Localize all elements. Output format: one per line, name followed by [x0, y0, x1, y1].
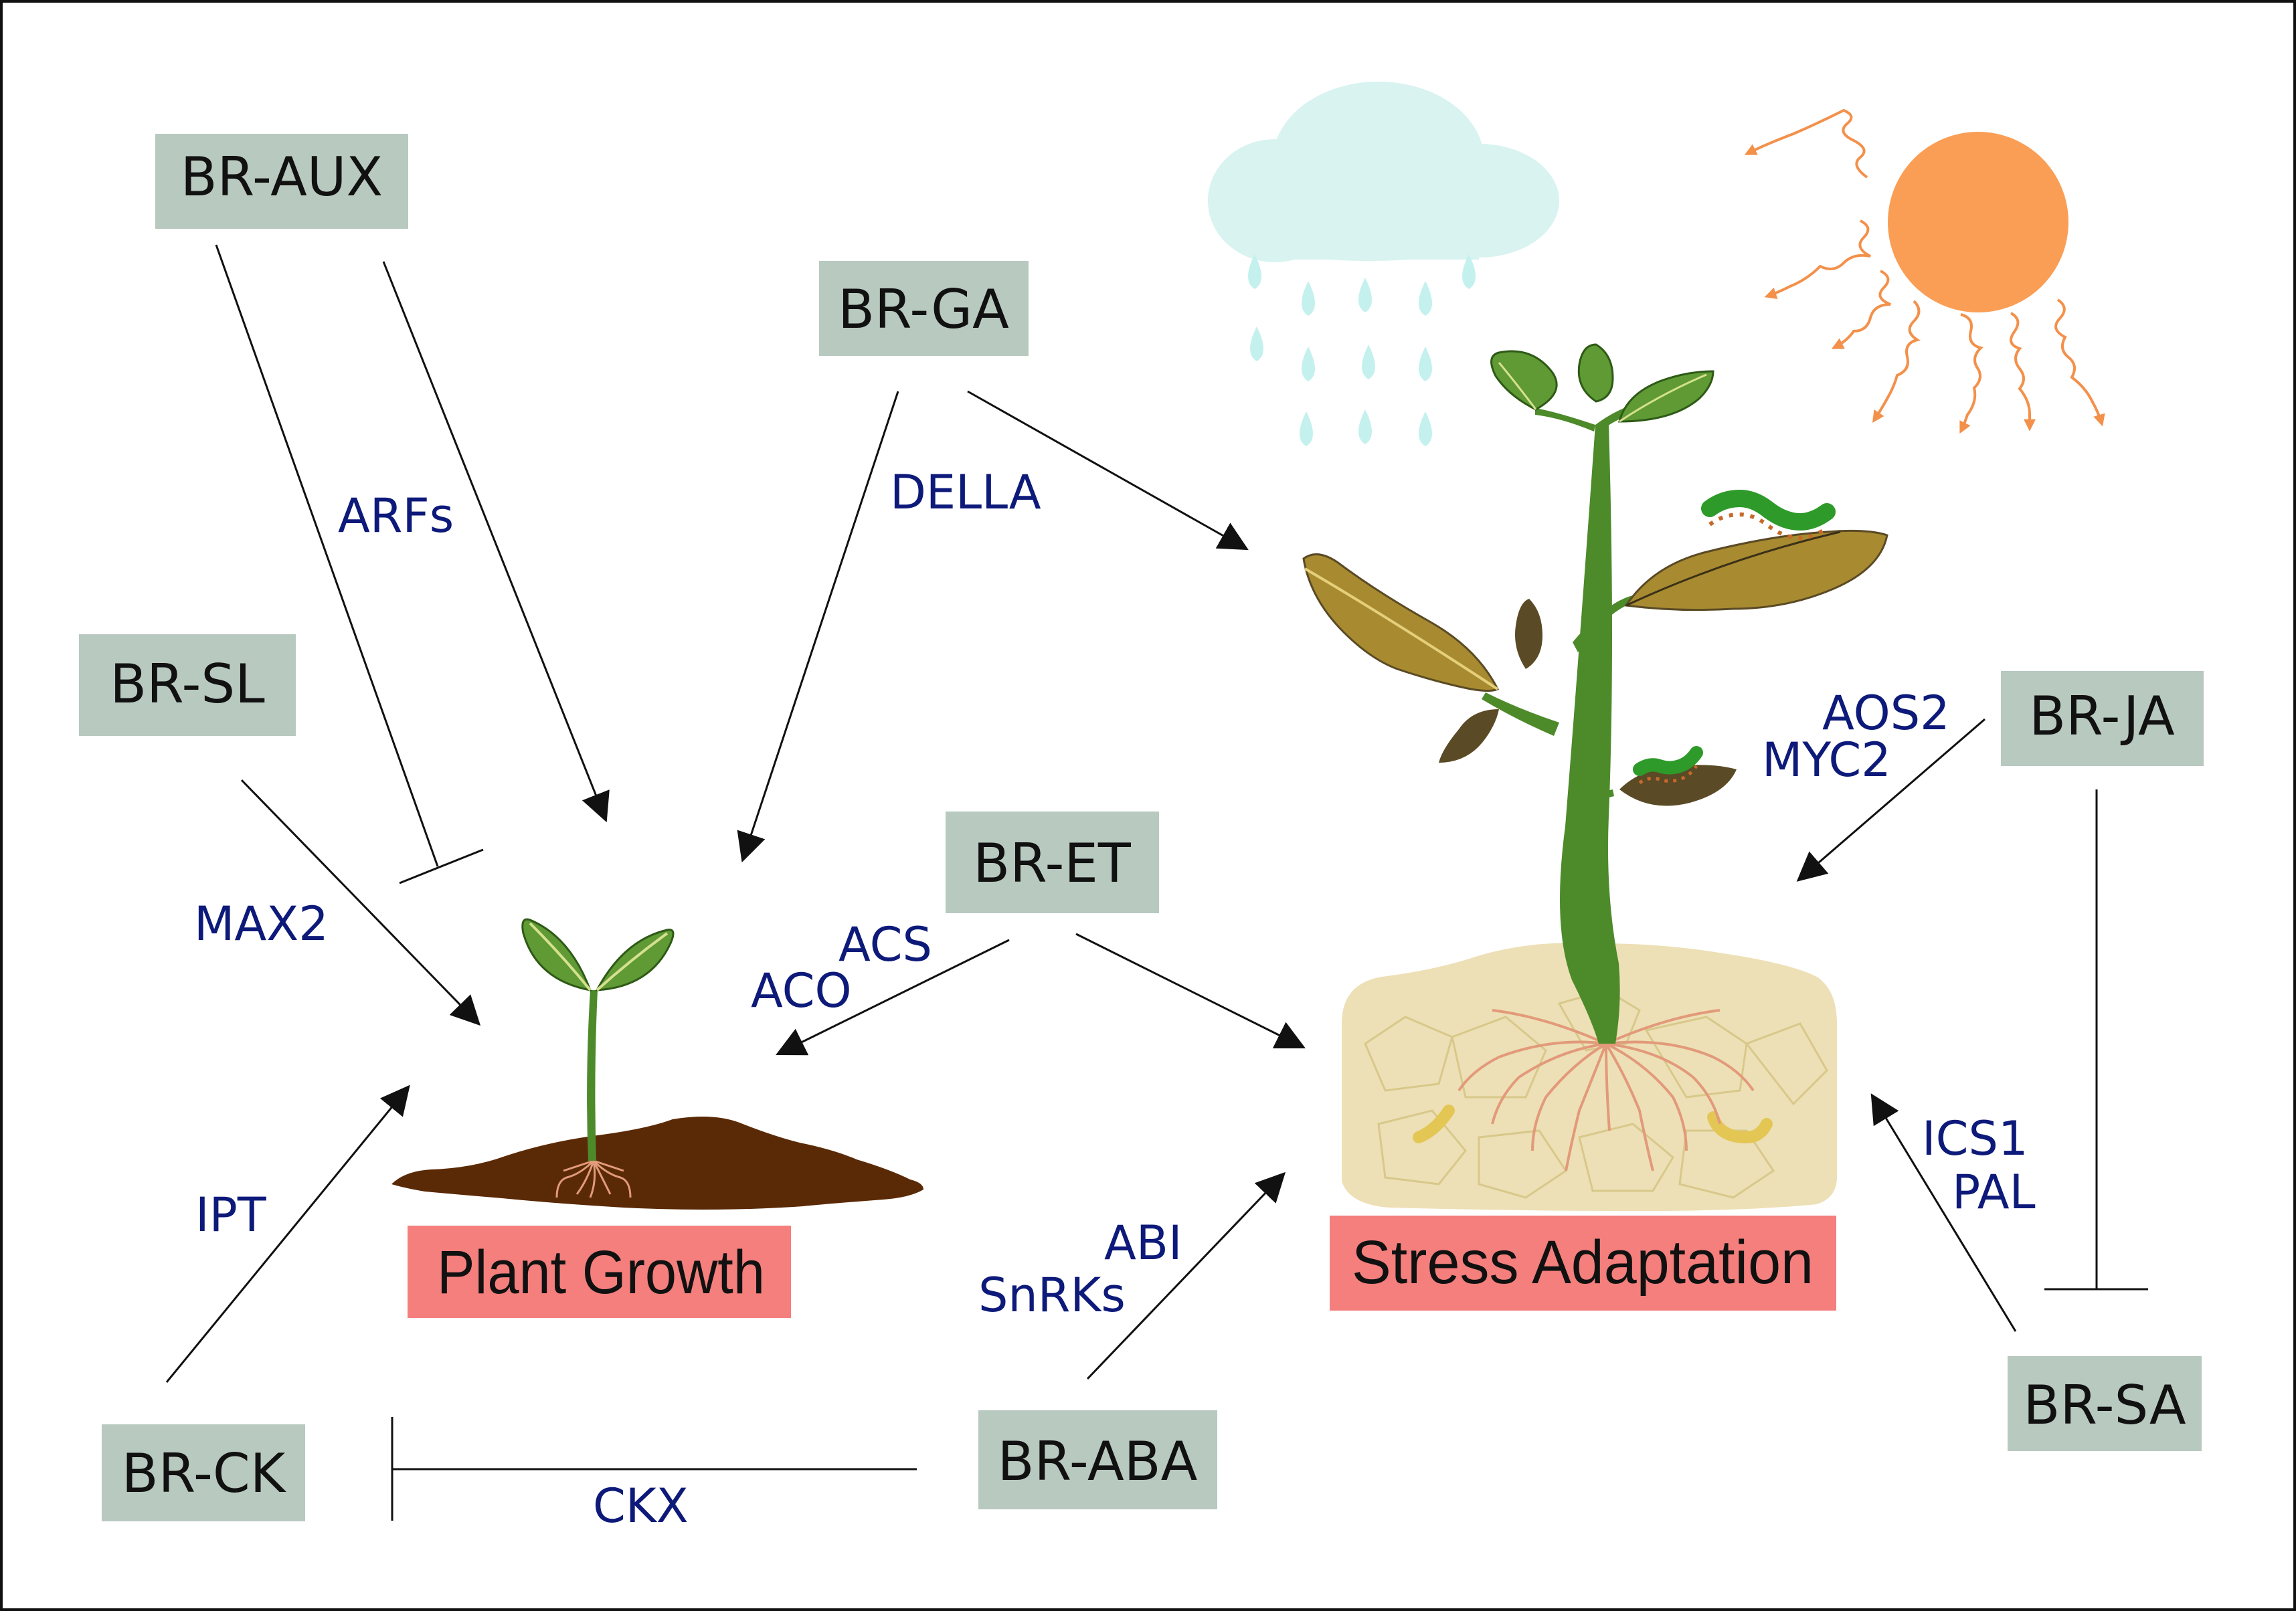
soil-mound-icon — [391, 1117, 923, 1210]
raindrops — [1248, 254, 1476, 446]
aux-inhibition-line — [215, 244, 439, 867]
gene-labels: ARFs DELLA MAX2 ACS ACO IPT ABI SnRKs CK… — [194, 465, 2036, 1533]
seedling-illustration — [391, 918, 923, 1210]
sl-growth-arrow — [240, 779, 481, 1026]
interaction-lines — [165, 244, 2148, 1521]
hormone-label: BR-ABA — [998, 1430, 1198, 1493]
sun-rays — [1744, 108, 2105, 434]
hormone-box-br-sl: BR-SL — [79, 634, 296, 736]
hormone-box-br-ja: BR-JA — [2001, 671, 2204, 766]
hormone-box-br-et: BR-ET — [946, 812, 1159, 913]
sa-stress-arrow — [1870, 1093, 2017, 1332]
stressed-plant-roots — [1458, 1009, 1755, 1171]
gene-label-ics1: ICS1 — [1922, 1111, 2028, 1166]
et-stress-arrow — [1075, 933, 1306, 1049]
caterpillar-icon — [1701, 489, 1836, 541]
gene-label-aco: ACO — [751, 963, 852, 1018]
ck-growth-arrow — [165, 1084, 410, 1383]
grub-icon — [1707, 1111, 1773, 1144]
gene-label-acs: ACS — [838, 917, 932, 972]
seedling-roots — [555, 1159, 632, 1198]
hormone-box-br-aux: BR-AUX — [155, 134, 408, 229]
ja-stress-arrow — [1796, 718, 1985, 882]
hormone-label: BR-SL — [110, 653, 265, 715]
gene-label-ckx: CKX — [593, 1479, 689, 1533]
hormone-label: BR-ET — [973, 832, 1132, 894]
hormone-label: BR-GA — [838, 278, 1009, 341]
outcome-box-plant-growth: Plant Growth — [408, 1226, 791, 1318]
grub-icon — [1413, 1105, 1455, 1143]
hormone-label: BR-AUX — [181, 146, 383, 208]
stressed-plant-stem — [1560, 425, 1620, 1044]
green-leaf-icon — [1618, 370, 1714, 423]
hormone-box-br-sa: BR-SA — [2008, 1356, 2202, 1451]
hormone-nodes: BR-AUX BR-GA BR-SL BR-ET BR-JA BR-SA BR-… — [79, 134, 2204, 1521]
caterpillar-icon — [1633, 746, 1703, 785]
gene-label-arfs: ARFs — [338, 488, 454, 543]
et-growth-arrow — [776, 939, 1010, 1056]
green-leaf-icon — [1577, 343, 1614, 403]
outcome-label: Plant Growth — [437, 1238, 765, 1307]
seedling-stem — [587, 990, 598, 1161]
outcome-label: Stress Adaptation — [1352, 1228, 1814, 1297]
sun-icon — [1744, 108, 2105, 434]
gene-label-ipt: IPT — [195, 1188, 266, 1242]
outcome-box-stress-adaptation: Stress Adaptation — [1330, 1216, 1836, 1311]
aux-inhibition-bar — [399, 848, 484, 884]
hormone-box-br-aba: BR-ABA — [978, 1410, 1217, 1509]
hormone-box-br-ck: BR-CK — [102, 1424, 305, 1521]
aba-stress-arrow — [1086, 1171, 1286, 1380]
gene-label-max2: MAX2 — [194, 896, 329, 951]
gene-label-myc2: MYC2 — [1762, 733, 1891, 787]
dead-leaf-icon — [1619, 765, 1737, 806]
gene-label-aos2: AOS2 — [1822, 686, 1950, 741]
gene-label-pal: PAL — [1952, 1165, 2036, 1220]
stressed-plant-illustration — [1302, 343, 1888, 1211]
hormone-label: BR-SA — [2023, 1374, 2186, 1436]
dead-leaf-icon — [1515, 599, 1542, 669]
wilted-leaf-icon — [1624, 529, 1888, 611]
gene-label-abi: ABI — [1104, 1216, 1182, 1270]
seedling-leaf-left — [521, 918, 592, 991]
dead-leaf-icon — [1439, 709, 1499, 763]
outcome-nodes: Plant Growth Stress Adaptation — [408, 1216, 1836, 1318]
aux-activation-arrow — [382, 261, 610, 823]
ga-stress-arrow — [967, 390, 1249, 551]
hormone-label: BR-JA — [2029, 685, 2175, 747]
gene-label-snrks: SnRKs — [978, 1268, 1126, 1323]
hormone-box-br-ga: BR-GA — [819, 261, 1029, 356]
hormone-label: BR-CK — [122, 1442, 287, 1505]
gene-label-della: DELLA — [890, 465, 1041, 520]
ga-growth-arrow — [737, 391, 899, 863]
rain-cloud-icon — [1208, 82, 1559, 446]
green-leaf-icon — [1490, 350, 1558, 411]
